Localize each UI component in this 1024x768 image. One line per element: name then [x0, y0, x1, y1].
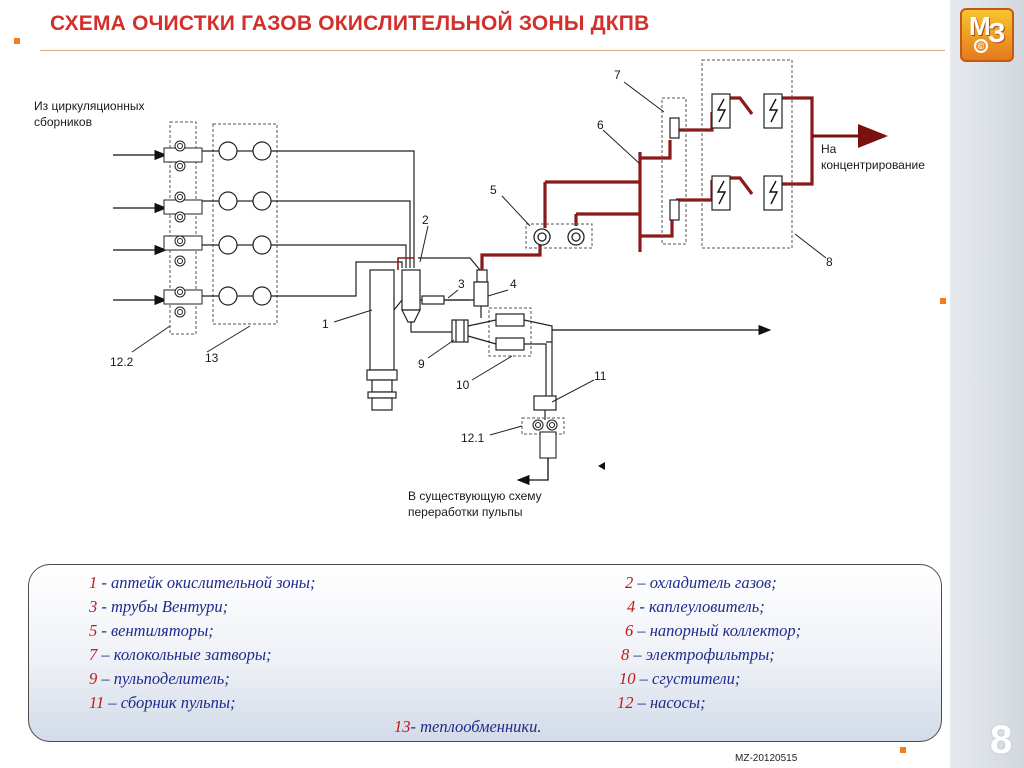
- leader-lines: [131, 81, 827, 436]
- number-13: 13: [205, 351, 219, 365]
- pulp-collector-11: [533, 395, 557, 420]
- inlet-label-line1: Из циркуляционных: [34, 99, 144, 113]
- number-5: 5: [490, 183, 497, 197]
- gas-mains: [480, 96, 814, 270]
- logo-copyright: ©: [974, 39, 988, 53]
- decor-bullet-bottom: [900, 747, 906, 753]
- electrofilters-8: [701, 59, 793, 249]
- legend-item-6: 6 – напорный коллектор;: [625, 621, 802, 640]
- number-7: 7: [614, 68, 621, 82]
- number-8: 8: [826, 255, 833, 269]
- number-4: 4: [510, 277, 517, 291]
- logo-letter-3: З: [988, 17, 1006, 48]
- pumps-12-1: [521, 417, 565, 459]
- decor-bullet-right: [940, 298, 946, 304]
- process-flow-diagram: Из циркуляционных сборников На концентри…: [34, 59, 925, 519]
- number-3: 3: [458, 277, 465, 291]
- number-9: 9: [418, 357, 425, 371]
- right-sidebar: [950, 0, 1024, 768]
- legend-item-7: 7 – колокольные затворы;: [89, 645, 272, 664]
- number-12-1: 12.1: [461, 431, 485, 445]
- legend-item-10: 10 – сгустители;: [619, 669, 741, 688]
- liquid-lines: [271, 150, 481, 297]
- inlet-arrows: [113, 149, 168, 306]
- outlet-label-line2: концентрирование: [821, 158, 925, 172]
- outlet-label-line1: На: [821, 142, 837, 156]
- pulp-distributor-9: [451, 319, 469, 343]
- number-2: 2: [422, 213, 429, 227]
- decor-bullet-top: [14, 38, 20, 44]
- number-11: 11: [594, 369, 607, 383]
- page-title: СХЕМА ОЧИСТКИ ГАЗОВ ОКИСЛИТЕЛЬНОЙ ЗОНЫ Д…: [50, 12, 650, 35]
- pulp-return-arrow: [516, 458, 549, 486]
- pulp-label-line2: переработки пульпы: [408, 505, 523, 519]
- legend-item-11: 11 – сборник пульпы;: [89, 693, 236, 712]
- cooler-gas-outlet: [397, 257, 414, 270]
- thickeners-10: [467, 307, 553, 396]
- legend-item-13: 13- теплообменники.: [394, 717, 542, 736]
- legend-item-1: 1 - аптейк окислительной зоны;: [89, 573, 316, 592]
- cursor-marker: [598, 462, 605, 470]
- footer-code: MZ-20120515: [735, 753, 798, 764]
- pumps-12-2: [163, 121, 203, 335]
- number-10: 10: [456, 378, 470, 392]
- legend-item-2: 2 – охладитель газов;: [625, 573, 777, 592]
- legend-item-3: 3 - трубы Вентури;: [89, 597, 229, 616]
- heat-exchangers-13: [202, 123, 278, 325]
- venturi-and-separator: [444, 269, 489, 318]
- inlet-label-line2: сборников: [34, 115, 92, 129]
- legend-panel: 1 - аптейк окислительной зоны; 2 – охлад…: [28, 564, 942, 742]
- legend-item-9: 9 – пульподелитель;: [89, 669, 230, 688]
- legend-item-8: 8 – электрофильтры;: [621, 645, 775, 664]
- number-6: 6: [597, 118, 604, 132]
- logo-letter-m: M: [969, 11, 991, 41]
- legend-item-5: 5 - вентиляторы;: [89, 621, 214, 640]
- page-number: 8: [990, 718, 1013, 762]
- number-1: 1: [322, 317, 329, 331]
- company-logo: M З ©: [960, 8, 1014, 62]
- title-divider: [40, 50, 945, 51]
- legend-item-4: 4 - каплеуловитель;: [627, 597, 765, 616]
- pulp-label-line1: В существующую схему: [408, 489, 542, 503]
- fans-5: [525, 223, 593, 249]
- bell-gates-7: [661, 97, 687, 245]
- number-12-2: 12.2: [110, 355, 134, 369]
- gas-cooler-2: [401, 269, 470, 333]
- uptake-1: [366, 269, 403, 411]
- legend-item-12: 12 – насосы;: [617, 693, 706, 712]
